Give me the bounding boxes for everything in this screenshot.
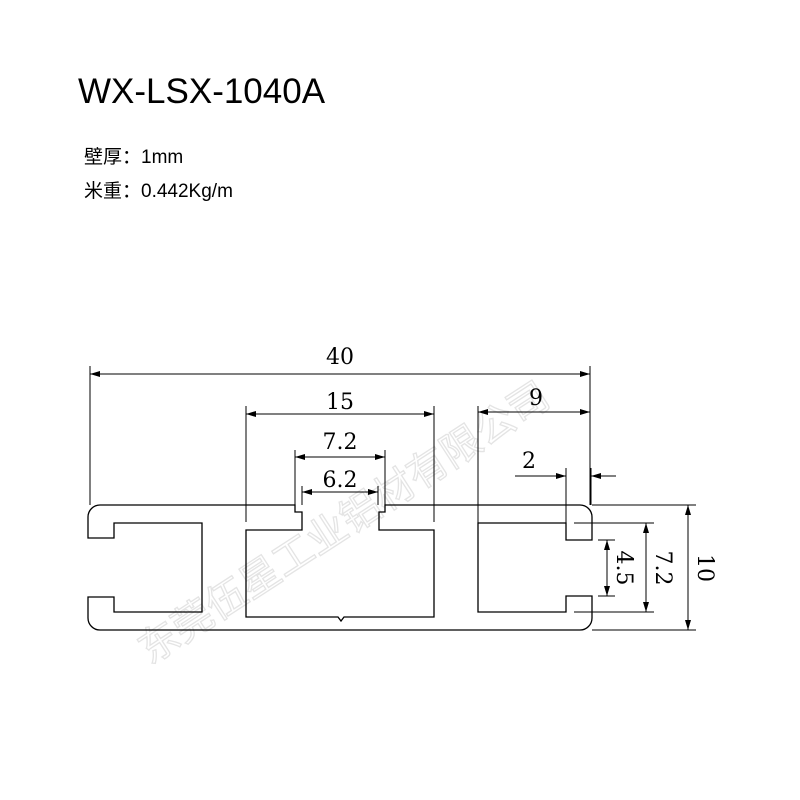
profile-outline — [87, 504, 593, 631]
profile-title: WX-LSX-1040A — [78, 72, 326, 111]
wall-thickness: 壁厚：1mm — [84, 142, 183, 169]
extension-lines — [89, 366, 696, 631]
dim-label-15: 15 — [326, 390, 354, 415]
dim-label-9: 9 — [529, 386, 543, 411]
weight-label: 米重： — [84, 181, 142, 202]
weight-value: 0.442Kg/m — [141, 181, 233, 202]
dim-label-2: 2 — [522, 449, 536, 474]
weight-per-meter: 米重：0.442Kg/m — [84, 176, 233, 203]
dim-label-10: 10 — [692, 554, 717, 582]
dim-label-7-2-vertical: 7.2 — [650, 551, 675, 586]
wall-thickness-label: 壁厚： — [84, 147, 142, 168]
wall-thickness-value: 1mm — [141, 147, 184, 168]
dim-label-40: 40 — [326, 345, 354, 370]
dim-label-6-2: 6.2 — [323, 468, 358, 493]
dim-label-4-5: 4.5 — [611, 551, 636, 586]
dim-label-7-2: 7.2 — [323, 430, 358, 455]
